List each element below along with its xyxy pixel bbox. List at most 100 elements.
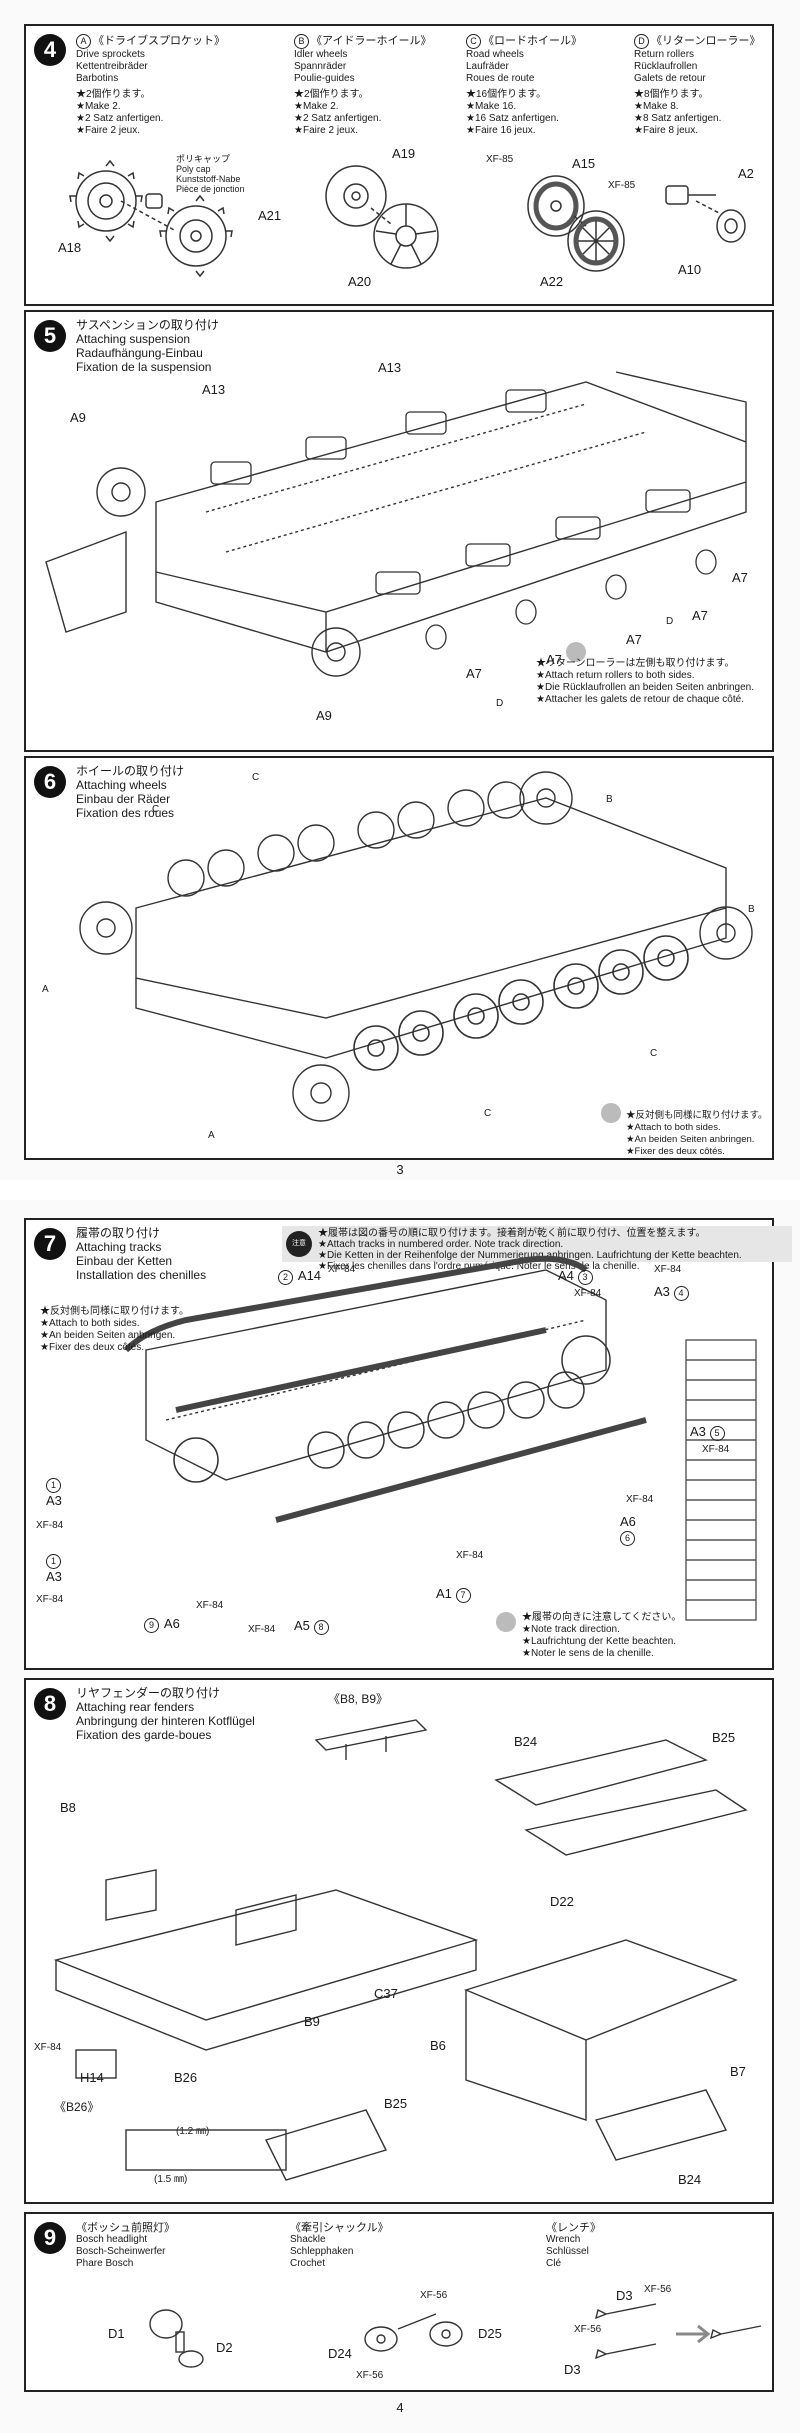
- bosch-headlight-icon: [149, 2309, 204, 2368]
- part-label-a22: A22: [540, 274, 564, 289]
- step-5-title-fr: Fixation de la suspension: [76, 360, 212, 374]
- part-label-a18: A18: [58, 240, 82, 255]
- part-label-a5-text: A5: [294, 1618, 310, 1633]
- part-label-xf84-b: XF-84: [574, 1288, 602, 1299]
- step-9-col-shackle: 《牽引シャックル》 Shackle Schlepphaken Crochet: [290, 2222, 389, 2270]
- headlight-fr: Phare Bosch: [76, 2258, 134, 2269]
- col-a-note-de: ★2 Satz anfertigen.: [76, 113, 164, 124]
- part-label-b24-bottom: B24: [678, 2172, 702, 2187]
- part-label-xf56-d: XF-56: [574, 2324, 602, 2335]
- part-label-b7: B7: [730, 2064, 746, 2079]
- part-label-a1: A1 7: [436, 1586, 473, 1603]
- dir-note-jp: ★履帯の向きに注意してください。: [522, 1612, 682, 1623]
- col-c-note-jp: ★16個作ります。: [466, 89, 547, 100]
- step-4-col-a: A《ドライブスプロケット》 Drive sprockets Kettentrei…: [76, 34, 225, 137]
- step-7-panel: 7 履帯の取り付け Attaching tracks Einbau der Ke…: [24, 1218, 792, 1670]
- step-4-col-c: C《ロードホイール》 Road wheels Laufräder Roues d…: [466, 34, 582, 137]
- part-label-a6-right-text: A6: [620, 1514, 636, 1529]
- part-label-a6-left: 9 A6: [144, 1616, 180, 1633]
- order-4-badge: 4: [673, 1286, 689, 1301]
- shackle-de: Schlepphaken: [290, 2246, 354, 2257]
- part-label-a3-top: A3 4: [654, 1284, 691, 1301]
- step-6-note-en: ★Attach to both sides.: [626, 1122, 721, 1133]
- part-label-xf84: XF-84: [34, 2042, 62, 2053]
- col-a-jp: 《ドライブスプロケット》: [93, 35, 225, 47]
- step-7-title-fr: Installation des chenilles: [76, 1268, 207, 1282]
- road-wheel-a22-icon: [567, 210, 625, 272]
- fender-b25-bottom-icon: [265, 2109, 387, 2181]
- letter-c-badge: C: [466, 34, 481, 49]
- col-c-note-en: ★Make 16.: [466, 101, 517, 112]
- part-label-d-a: D: [496, 698, 504, 709]
- part-label-xf56-b: XF-56: [356, 2370, 384, 2381]
- step-6-note-jp: ★反対側も同様に取り付けます。: [626, 1110, 768, 1121]
- sprocket-bottom-icon: [292, 1064, 350, 1122]
- inset-b26-icon: [125, 2129, 287, 2171]
- order-1a-badge: 1: [46, 1478, 61, 1493]
- part-label-b-b: B: [748, 904, 755, 915]
- wrench-en: Wrench: [546, 2234, 581, 2245]
- part-label-a19: A19: [392, 146, 416, 161]
- step-8-title-en: Attaching rear fenders: [76, 1700, 195, 1714]
- order-1b-badge: 1: [46, 1554, 61, 1569]
- part-label-xf84-j: XF-84: [248, 1624, 276, 1635]
- part-label-a-b: A: [208, 1130, 215, 1141]
- dimension-1-5mm: (1.5 ㎜): [154, 2174, 188, 2185]
- part-label-xf84-d: XF-84: [702, 1444, 730, 1455]
- wrench-de: Schlüssel: [546, 2246, 589, 2257]
- rear-fenders-drawing: [53, 1719, 748, 2181]
- notice-jp: ★履帯は図の番号の順に取り付けます。接着剤が乾く前に取り付け、位置を整えます。: [318, 1228, 706, 1239]
- notice-de: ★Die Ketten in der Reihenfolge der Numme…: [318, 1250, 742, 1261]
- part-label-a20: A20: [348, 274, 372, 289]
- col-d-jp: 《リターンローラー》: [651, 35, 761, 47]
- front-plate-icon: [45, 530, 127, 633]
- drive-sprocket-a18-icon: [69, 159, 143, 243]
- col-a-de: Kettentreibräder: [76, 61, 148, 72]
- drive-sprocket-a21-icon: [159, 194, 233, 278]
- order-9-badge: 9: [144, 1618, 159, 1633]
- sprocket-a9-bottom-icon: [311, 627, 361, 677]
- part-label-xf56-a: XF-56: [420, 2290, 448, 2301]
- part-label-c-a: C: [252, 772, 260, 783]
- col-b-en: Idler wheels: [294, 49, 348, 60]
- part-label-a3-top-text: A3: [654, 1284, 670, 1299]
- shackle-d24-icon: [364, 2326, 398, 2352]
- inset-b8-b9-label: 《B8, B9》: [328, 1692, 389, 1706]
- part-label-a15: A15: [572, 156, 596, 171]
- rear-fender-b8-icon: [105, 1869, 157, 1921]
- lower-road-wheels-icon: [353, 935, 689, 1071]
- order-2-badge: 2: [278, 1270, 293, 1285]
- step-4-col-b: B《アイドラーホイール》 Idler wheels Spannräder Pou…: [294, 34, 431, 137]
- step-9-col-headlight: 《ボッシュ前照灯》 Bosch headlight Bosch-Scheinwe…: [76, 2222, 175, 2270]
- track-order-2: 2 A14: [278, 1268, 321, 1285]
- col-d-fr: Galets de retour: [634, 73, 706, 84]
- step-6-number: 6: [34, 766, 66, 798]
- part-label-a3-left-top-text: A3: [46, 1493, 62, 1508]
- step-6-title-jp: ホイールの取り付け: [76, 764, 185, 778]
- step-5-note-jp: ★リターンローラーは左側も取り付けます。: [536, 658, 735, 669]
- part-label-a14: A14: [297, 1268, 322, 1283]
- col-c-en: Road wheels: [466, 49, 524, 60]
- hull-wheels-drawing: [79, 771, 753, 1123]
- part-label-xf84-h: XF-84: [456, 1550, 484, 1561]
- part-label-c37: C37: [374, 1986, 398, 2001]
- step-5-title-de: Radaufhängung-Einbau: [76, 346, 203, 360]
- col-b-de: Spannräder: [294, 61, 347, 72]
- step-5-note: ★リターンローラーは左側も取り付けます。 ★Attach return roll…: [536, 658, 754, 706]
- part-label-d-b: D: [666, 616, 674, 627]
- step-9-col-wrench: 《レンチ》 Wrench Schlüssel Clé: [546, 2222, 601, 2270]
- dir-note-en: ★Note track direction.: [522, 1624, 620, 1635]
- step-7-title-de: Einbau der Ketten: [76, 1254, 173, 1268]
- part-label-d1: D1: [108, 2326, 125, 2341]
- part-label-xf84-e: XF-84: [626, 1494, 654, 1505]
- part-label-b8: B8: [60, 1800, 76, 1815]
- part-label-xf84-i: XF-84: [196, 1600, 224, 1611]
- col-a-note-jp: ★2個作ります。: [76, 89, 151, 100]
- letter-a-badge: A: [76, 34, 91, 49]
- letter-b-badge: B: [294, 34, 309, 49]
- part-label-a7-c: A7: [626, 632, 642, 647]
- dir-note-de: ★Laufrichtung der Kette beachten.: [522, 1636, 677, 1647]
- sprocket-a9-top-icon: [96, 467, 146, 517]
- inset-b8-b9-icon: [314, 1719, 428, 1760]
